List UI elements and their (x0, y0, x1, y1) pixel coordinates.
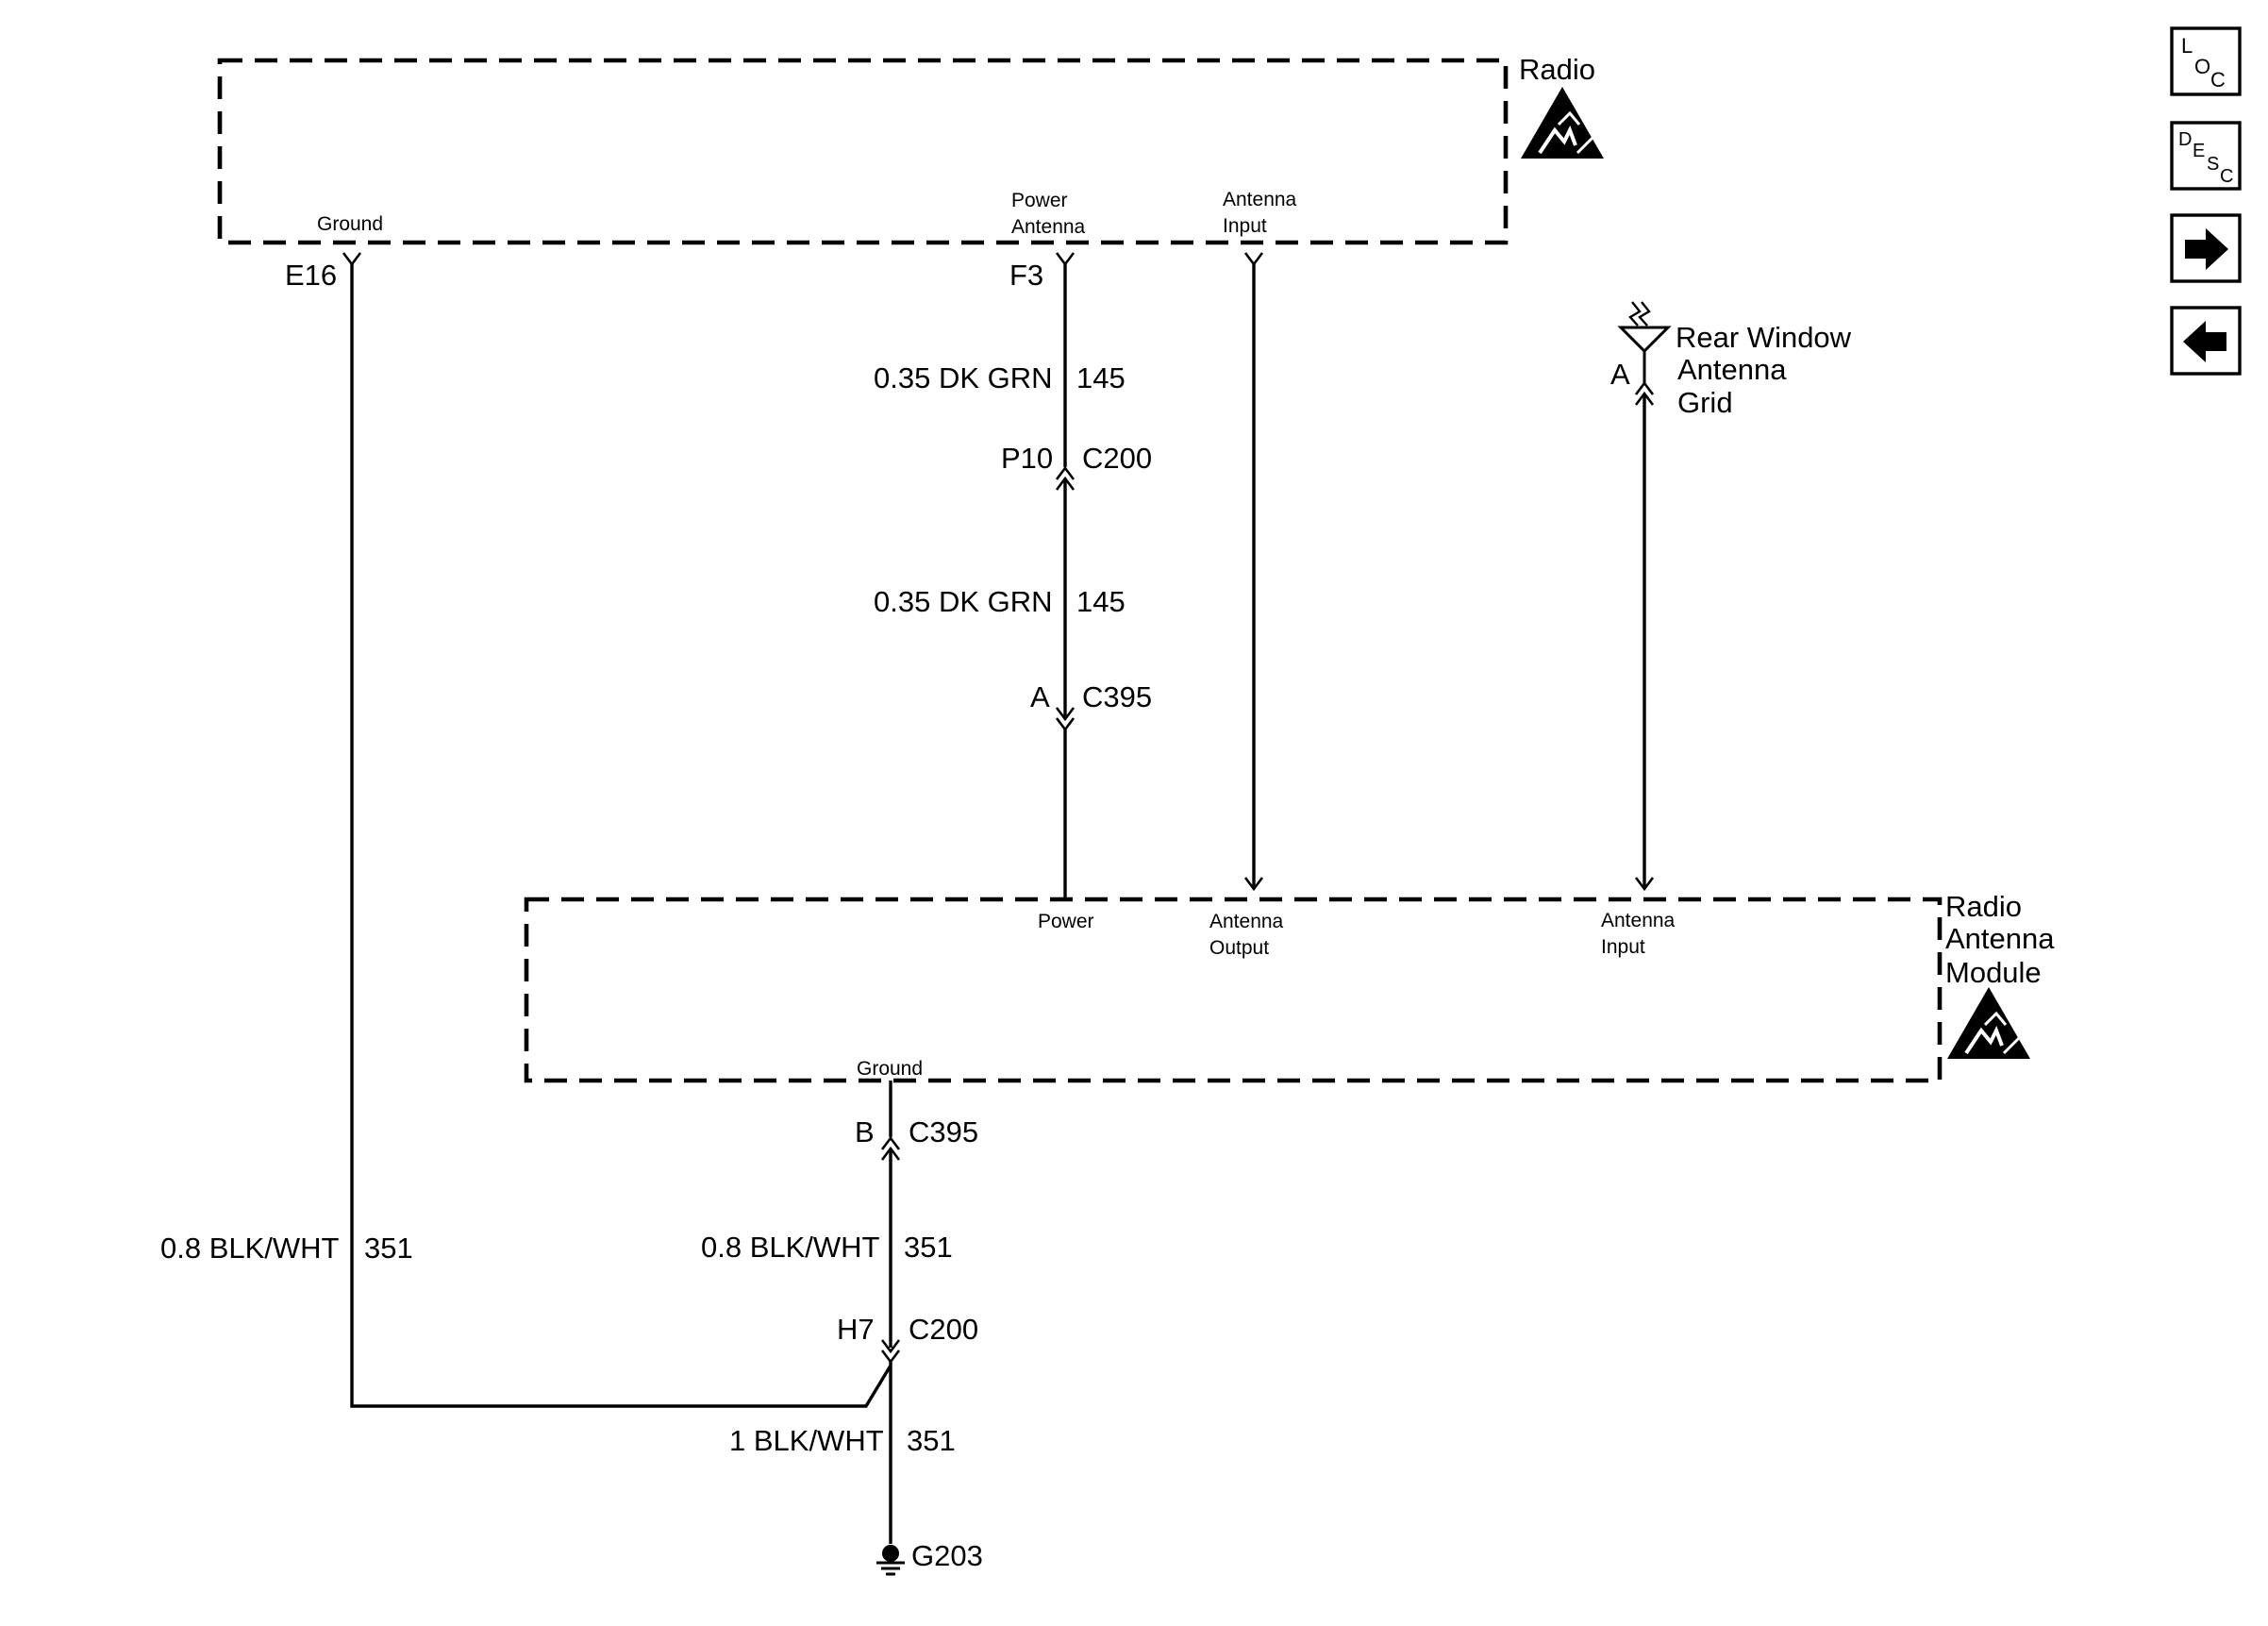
module-pin-antenna-input-label-2: Input (1601, 936, 1645, 958)
rear-window-label-1: Rear Window (1676, 321, 1852, 354)
module-pin-antenna-input-label-1: Antenna (1601, 910, 1676, 931)
connector-symbol (1055, 465, 1076, 480)
connector-name-c395: C395 (909, 1115, 978, 1148)
module-label-3: Module (1945, 956, 2042, 989)
wire-left-gauge-color: 0.8 BLK/WHT (160, 1232, 340, 1265)
antenna-coax-circuit (1243, 252, 1264, 892)
module-pin-antenna-output-label-1: Antenna (1209, 911, 1284, 932)
rear-window-pin-a: A (1610, 358, 1630, 391)
location-button[interactable]: L O C (2170, 26, 2242, 96)
wire-power-upper-gauge-color: 0.35 DK GRN (874, 361, 1053, 394)
module-pin-power-label: Power (1038, 911, 1094, 932)
terminal-symbol (1243, 252, 1264, 267)
connector-symbol (880, 1339, 901, 1354)
connector-pin-b: B (855, 1115, 875, 1148)
arrow-left-icon (2183, 321, 2226, 362)
radio-ground-circuit: E16 0.8 BLK/WHT 351 (160, 252, 892, 1408)
terminal-symbol (342, 252, 362, 267)
antenna-icon (1617, 301, 1672, 385)
rear-window-label-3: Grid (1677, 386, 1733, 419)
loc-letter-c: C (2210, 68, 2226, 92)
esd-sensitive-icon (1521, 87, 1604, 159)
pin-f3-label: F3 (1009, 259, 1043, 292)
desc-letter-s: S (2207, 154, 2219, 175)
next-page-button[interactable] (2170, 213, 2242, 283)
radio-pin-antenna-input-label-2: Input (1223, 215, 1267, 237)
connector-symbol (880, 1135, 901, 1150)
desc-letter-d: D (2178, 129, 2192, 150)
radio-label: Radio (1519, 53, 1595, 86)
radio-component: Radio Ground Power Antenna Antenna Input (217, 53, 1604, 245)
connector-c200-power: P10 C200 (1001, 442, 1152, 491)
ground-symbol-icon (876, 1545, 905, 1576)
terminal-symbol (1055, 252, 1076, 267)
pin-e16-label: E16 (285, 259, 337, 292)
loc-letter-l: L (2181, 34, 2193, 58)
loc-letter-o: O (2194, 55, 2210, 78)
wire-module-gauge-color: 0.8 BLK/WHT (701, 1231, 880, 1264)
terminal-symbol (1634, 877, 1655, 892)
connector-c395-ground: B C395 (855, 1115, 978, 1161)
description-button-frame (2170, 121, 2242, 191)
radio-pin-power-antenna-label-1: Power (1011, 190, 1068, 211)
rear-window-antenna-grid: Rear Window Antenna Grid A (1610, 301, 1852, 892)
radio-box-outline (217, 58, 1509, 245)
wire-power-upper-circuit: 145 (1076, 361, 1126, 394)
connector-symbol (1634, 391, 1655, 406)
esd-sensitive-icon (1947, 987, 2030, 1059)
module-pin-antenna-output-label-2: Output (1209, 937, 1269, 959)
connector-c395-power: A C395 (1030, 680, 1152, 732)
wire-left-circuit: 351 (364, 1232, 413, 1265)
radio-pin-antenna-input-label-1: Antenna (1223, 189, 1297, 210)
module-ground-circuit: B C395 0.8 BLK/WHT 351 H7 C200 1 BLK/WHT… (701, 1081, 983, 1576)
rear-window-label-2: Antenna (1677, 353, 1787, 386)
connector-pin-h7: H7 (837, 1313, 875, 1346)
module-label-1: Radio (1945, 890, 2022, 923)
wire-power-lower-circuit: 145 (1076, 585, 1126, 618)
radio-antenna-module-component: Radio Antenna Module Power Antenna Outpu… (524, 890, 2055, 1083)
connector-pin-a: A (1030, 680, 1050, 713)
desc-letter-e: E (2193, 141, 2205, 161)
wire-main-circuit: 351 (907, 1424, 956, 1457)
previous-page-button[interactable] (2170, 306, 2242, 376)
connector-c200-ground: H7 C200 (837, 1313, 978, 1365)
radio-pin-ground-label: Ground (317, 213, 383, 235)
description-button[interactable]: D E S C (2170, 121, 2242, 191)
desc-letter-c: C (2220, 166, 2233, 187)
radio-pin-power-antenna-label-2: Antenna (1011, 216, 1086, 238)
wire-main-gauge-color: 1 BLK/WHT (729, 1424, 884, 1457)
terminal-symbol (1243, 877, 1264, 892)
power-antenna-circuit: F3 0.35 DK GRN 145 P10 C200 0.35 DK GRN … (874, 252, 1152, 899)
ground-point-g203: G203 (911, 1539, 983, 1572)
wire-power-lower-gauge-color: 0.35 DK GRN (874, 585, 1053, 618)
connector-pin-p10: P10 (1001, 442, 1053, 475)
module-box-outline (524, 897, 1943, 1083)
location-button-frame (2170, 26, 2242, 96)
wire-351-left (350, 264, 892, 1408)
wire-module-circuit: 351 (904, 1231, 953, 1264)
module-pin-ground-label: Ground (857, 1058, 923, 1080)
arrow-right-icon (2185, 228, 2228, 270)
connector-name-c200: C200 (909, 1313, 978, 1346)
connector-name-c395: C395 (1082, 680, 1152, 713)
connector-symbol (1634, 380, 1655, 395)
connector-name-c200: C200 (1082, 442, 1152, 475)
module-label-2: Antenna (1945, 922, 2055, 955)
connector-symbol (1055, 707, 1076, 722)
